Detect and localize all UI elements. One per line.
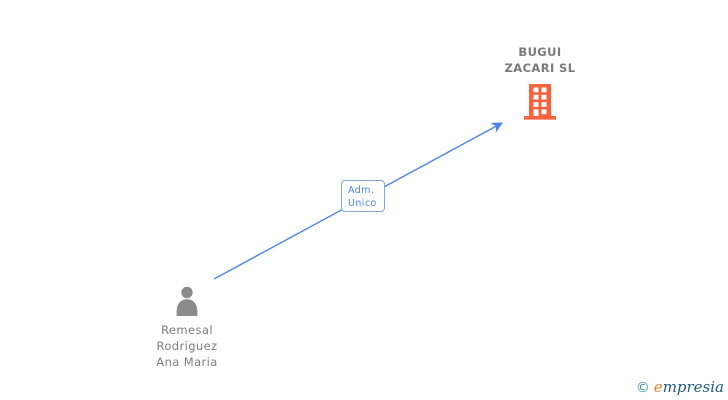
- brand-footer[interactable]: ©empresia: [636, 377, 724, 398]
- relationship-label-line: Unico: [348, 198, 377, 209]
- copyright-icon: ©: [635, 380, 650, 396]
- person-icon: [122, 286, 252, 316]
- person-name-line: Rodriguez: [156, 339, 218, 353]
- brand-logo-text: mpresia: [662, 378, 724, 396]
- person-node[interactable]: Remesal Rodriguez Ana Maria: [122, 286, 252, 370]
- person-name-line: Ana Maria: [156, 355, 218, 369]
- building-icon: [475, 84, 605, 120]
- brand-logo-initial: e: [653, 378, 663, 396]
- person-name-line: Remesal: [161, 323, 213, 337]
- company-name-line: ZACARI SL: [504, 61, 576, 75]
- company-name-line: BUGUI: [518, 45, 562, 59]
- company-node[interactable]: BUGUI ZACARI SL: [475, 44, 605, 120]
- relationship-label-line: Adm.: [348, 185, 375, 196]
- person-name: Remesal Rodriguez Ana Maria: [122, 322, 252, 370]
- relationship-label[interactable]: Adm. Unico: [341, 180, 385, 212]
- company-name: BUGUI ZACARI SL: [475, 44, 605, 76]
